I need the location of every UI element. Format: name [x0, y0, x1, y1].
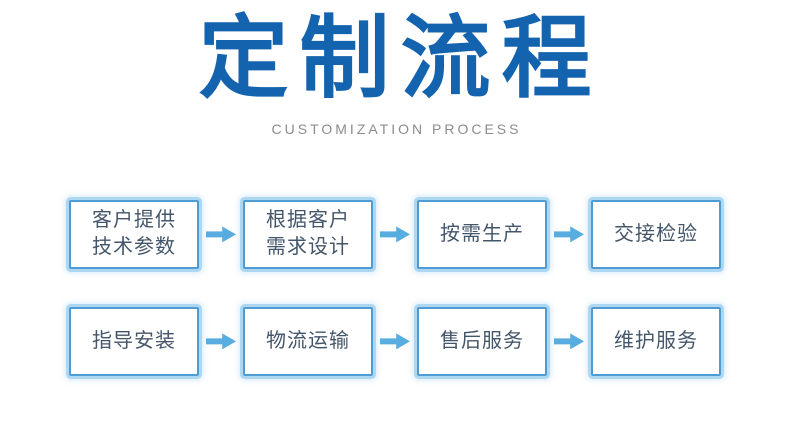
step-box-design-per-requirements: 根据客户 需求设计 — [243, 199, 373, 269]
arrow-right-icon — [554, 333, 584, 350]
arrow-right-icon — [380, 226, 410, 243]
step-box-maintenance-service: 维护服务 — [591, 306, 721, 376]
step-box-handover-inspection: 交接检验 — [591, 199, 721, 269]
page-subtitle: CUSTOMIZATION PROCESS — [271, 121, 522, 138]
flow-row-1: 客户提供 技术参数 根据客户 需求设计 按需生产 交接检验 — [69, 199, 721, 269]
step-box-logistics-shipping: 物流运输 — [243, 306, 373, 376]
arrow-right-icon — [206, 333, 236, 350]
arrow-right-icon — [380, 333, 410, 350]
header: 定制流程 CUSTOMIZATION PROCESS — [0, 0, 790, 137]
page-title: 定制流程 — [198, 9, 603, 109]
step-box-production-on-demand: 按需生产 — [417, 199, 547, 269]
step-box-customer-provides-specs: 客户提供 技术参数 — [69, 199, 199, 269]
arrow-right-icon — [554, 226, 584, 243]
flow-row-2: 指导安装 物流运输 售后服务 维护服务 — [69, 306, 721, 376]
arrow-right-icon — [206, 226, 236, 243]
step-box-after-sales-service: 售后服务 — [417, 306, 547, 376]
step-box-installation-guidance: 指导安装 — [69, 306, 199, 376]
process-flow: 客户提供 技术参数 根据客户 需求设计 按需生产 交接检验 指导安装 物流运输 … — [69, 199, 721, 376]
